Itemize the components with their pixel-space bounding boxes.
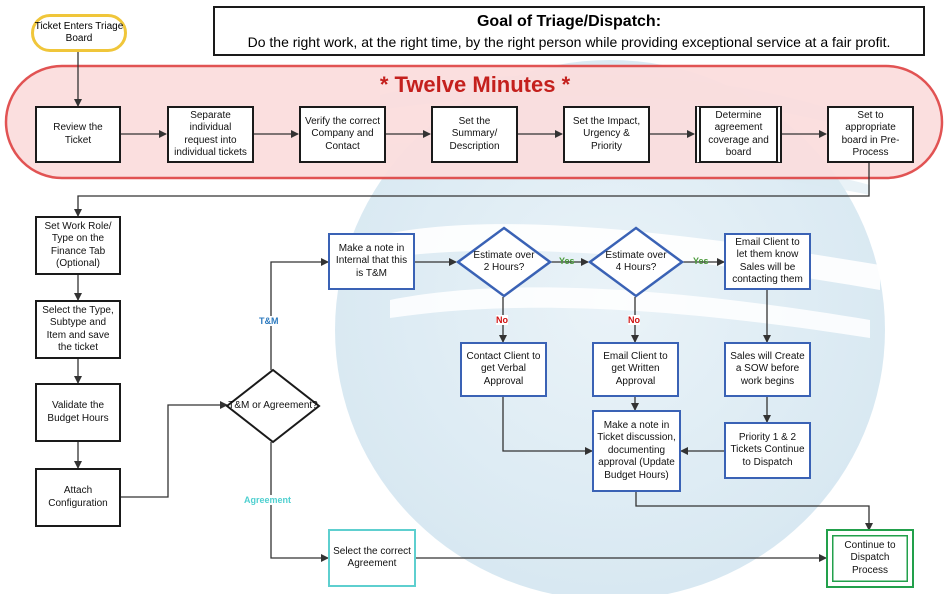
decision-over-2-shape: [456, 226, 552, 298]
label-agreement: Agreement: [244, 495, 292, 505]
box-select-agreement: Select the correct Agreement: [328, 529, 416, 587]
step-separate-requests: Separate individual request into individ…: [167, 106, 254, 163]
label-yes-2: Yes: [693, 256, 709, 266]
start-terminal: Ticket Enters Triage Board: [31, 14, 127, 52]
decision-over-4-hours: Estimate over 4 Hours?: [605, 249, 667, 274]
step-select-type: Select the Type, Subtype and Item and sa…: [35, 300, 121, 359]
goal-header: Goal of Triage/Dispatch: Do the right wo…: [213, 6, 925, 56]
label-no-2: No: [628, 315, 640, 325]
step-set-impact: Set the Impact, Urgency & Priority: [563, 106, 650, 163]
step-determine-agreement: Determine agreement coverage and board: [695, 106, 782, 163]
goal-subtitle: Do the right work, at the right time, by…: [247, 34, 891, 50]
step-set-board: Set to appropriate board in Pre-Process: [827, 106, 914, 163]
box-note-discussion: Make a note in Ticket discussion, docume…: [592, 410, 681, 492]
label-tm: T&M: [259, 316, 279, 326]
step-attach-configuration: Attach Configuration: [35, 468, 121, 527]
box-sales-sow: Sales will Create a SOW before work begi…: [724, 342, 811, 397]
twelve-minutes-label: * Twelve Minutes *: [379, 72, 571, 97]
box-note-tm: Make a note in Internal that this is T&M: [328, 233, 415, 290]
step-review-ticket: Review the Ticket: [35, 106, 121, 163]
box-email-sales: Email Client to let them know Sales will…: [724, 233, 811, 290]
label-no-1: No: [496, 315, 508, 325]
decision-tm-agreement: T&M or Agreement?: [228, 399, 318, 411]
decision-tm-agreement-shape: [225, 368, 321, 444]
step-validate-budget: Validate the Budget Hours: [35, 383, 121, 442]
box-email-written: Email Client to get Written Approval: [592, 342, 679, 397]
label-yes-1: Yes: [559, 256, 575, 266]
step-set-work-role: Set Work Role/ Type on the Finance Tab (…: [35, 216, 121, 275]
decision-over-2-hours: Estimate over 2 Hours?: [473, 249, 535, 274]
box-contact-verbal: Contact Client to get Verbal Approval: [460, 342, 547, 397]
box-continue-dispatch: Continue to Dispatch Process: [826, 529, 914, 588]
step-verify-company: Verify the correct Company and Contact: [299, 106, 386, 163]
box-priority-dispatch: Priority 1 & 2 Tickets Continue to Dispa…: [724, 422, 811, 479]
goal-title: Goal of Triage/Dispatch:: [476, 13, 662, 30]
step-set-summary: Set the Summary/ Description: [431, 106, 518, 163]
decision-over-4-shape: [588, 226, 684, 298]
